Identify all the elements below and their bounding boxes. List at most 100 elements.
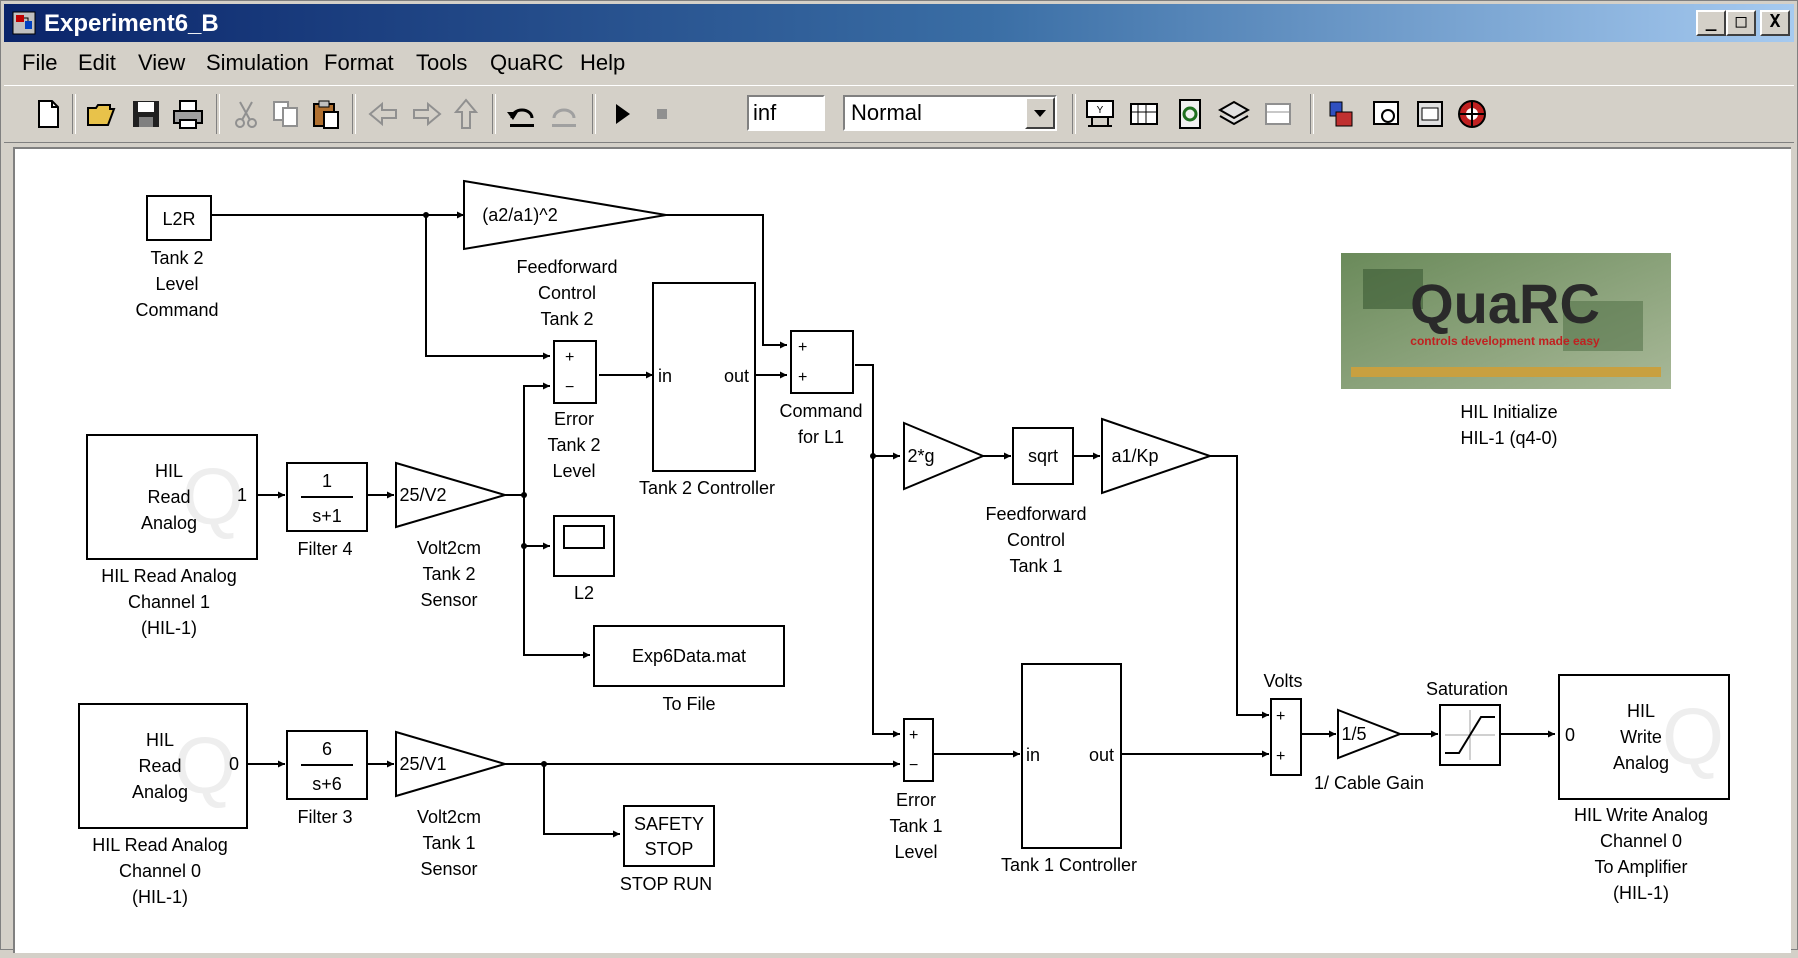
line-l2r-to-err2	[425, 215, 550, 360]
block-volts-sum[interactable]: + + Volts	[1263, 671, 1303, 776]
block-hil-read-analog-ch0[interactable]: Q HIL Read Analog 0 HIL Read Analog Chan…	[78, 703, 248, 907]
back-icon[interactable]	[366, 96, 402, 132]
svg-text:s+1: s+1	[312, 506, 342, 526]
watermark-q: Q	[174, 721, 236, 810]
svg-text:Command: Command	[135, 300, 218, 320]
svg-text:Tank 2 Controller: Tank 2 Controller	[639, 478, 775, 498]
redo-icon[interactable]	[546, 96, 582, 132]
svg-text:Feedforward: Feedforward	[985, 504, 1086, 524]
svg-text:6: 6	[322, 739, 332, 759]
block-saturation[interactable]: Saturation	[1426, 679, 1508, 766]
menu-view[interactable]: View	[138, 50, 186, 75]
up-icon[interactable]	[448, 96, 484, 132]
block-filter4[interactable]: 1 s+1 Filter 4	[286, 462, 368, 559]
svg-text:L2R: L2R	[162, 209, 195, 229]
svg-text:HIL-1 (q4-0): HIL-1 (q4-0)	[1460, 428, 1557, 448]
block-hil-initialize[interactable]: QuaRC controls development made easy HIL…	[1341, 253, 1671, 448]
copy-icon[interactable]	[268, 96, 304, 132]
block-hil-write-analog[interactable]: Q 0 HIL Write Analog HIL Write Analog Ch…	[1558, 674, 1730, 903]
model-canvas[interactable]: L2R Tank 2 Level Command (a2/a1)^2 Feedf…	[13, 147, 1791, 953]
svg-text:STOP RUN: STOP RUN	[620, 874, 712, 894]
block-to-file[interactable]: Exp6Data.mat To File	[593, 625, 785, 714]
svg-text:Y: Y	[1097, 105, 1104, 116]
block-scope-l2[interactable]: L2	[553, 515, 615, 603]
menu-simulation[interactable]: Simulation	[206, 50, 309, 75]
maximize-button[interactable]: □	[1726, 10, 1756, 36]
svg-text:for L1: for L1	[798, 427, 844, 447]
svg-text:out: out	[724, 366, 749, 386]
simulink-app-icon	[12, 11, 36, 35]
block-safety-stop[interactable]: SAFETY STOP STOP RUN	[620, 805, 715, 894]
block-cable-gain[interactable]: 1/5 1/ Cable Gain	[1314, 708, 1424, 793]
svg-text:(HIL-1): (HIL-1)	[132, 887, 188, 907]
chevron-down-icon[interactable]	[1025, 97, 1055, 129]
quarc-logo: QuaRC	[1410, 272, 1600, 335]
svg-text:Analog: Analog	[132, 782, 188, 802]
new-model-icon[interactable]	[30, 96, 66, 132]
svg-text:(a2/a1)^2: (a2/a1)^2	[482, 205, 558, 225]
title-bar[interactable]: Experiment6_B _ □ X	[4, 4, 1794, 42]
block-error-tank1-sum[interactable]: + − Error Tank 1 Level	[889, 718, 943, 862]
block-volt2cm-tank2[interactable]: 25/V2 Volt2cm Tank 2 Sensor	[395, 461, 509, 610]
block-filter3[interactable]: 6 s+6 Filter 3	[286, 730, 368, 827]
line-ffgain-to-cmd	[666, 214, 787, 349]
block-tank2-controller[interactable]: in out Tank 2 Controller	[639, 282, 775, 498]
svg-text:Read: Read	[147, 487, 190, 507]
forward-icon[interactable]	[408, 96, 444, 132]
svg-text:Filter 4: Filter 4	[297, 539, 352, 559]
start-simulation-icon[interactable]	[604, 96, 640, 132]
print-icon[interactable]	[170, 96, 206, 132]
svg-text:Tank 2: Tank 2	[150, 248, 203, 268]
watermark-q: Q	[182, 452, 244, 541]
undo-icon[interactable]	[504, 96, 540, 132]
block-hil-read-analog-ch1[interactable]: Q HIL Read Analog 1 HIL Read Analog Chan…	[86, 434, 258, 638]
menu-edit[interactable]: Edit	[78, 50, 116, 75]
stop-simulation-icon[interactable]	[644, 96, 680, 132]
svg-text:Saturation: Saturation	[1426, 679, 1508, 699]
block-ff-gain-tank2[interactable]: (a2/a1)^2 Feedforward Control Tank 2	[463, 179, 667, 329]
build-icon[interactable]	[1368, 96, 1404, 132]
svg-text:1: 1	[322, 471, 332, 491]
menu-quarc[interactable]: QuaRC	[490, 50, 564, 75]
svg-text:(HIL-1): (HIL-1)	[141, 618, 197, 638]
watermark-q: Q	[1662, 692, 1724, 781]
svg-text:1/5: 1/5	[1341, 724, 1366, 744]
minimize-button[interactable]: _	[1696, 10, 1726, 36]
block-error-tank2-sum[interactable]: + − Error Tank 2 Level	[547, 340, 601, 481]
open-folder-icon[interactable]	[84, 96, 120, 132]
block-a1kp-gain[interactable]: a1/Kp	[1101, 417, 1214, 495]
block-tank1-controller[interactable]: in out Tank 1 Controller	[1001, 663, 1137, 875]
svg-text:sqrt: sqrt	[1028, 446, 1058, 466]
connect-to-target-icon[interactable]	[1324, 96, 1360, 132]
simulation-mode-select[interactable]: Normal	[843, 95, 1057, 131]
refresh-icon[interactable]	[1172, 96, 1208, 132]
branch-points	[423, 212, 876, 767]
paste-icon[interactable]	[308, 96, 344, 132]
line-to-scope	[523, 495, 550, 550]
model-explorer-icon[interactable]	[1126, 96, 1162, 132]
menu-format[interactable]: Format	[324, 50, 394, 75]
svg-text:STOP: STOP	[645, 839, 694, 859]
stop-time-input[interactable]: inf	[747, 95, 825, 131]
svg-text:controls development made easy: controls development made easy	[1410, 334, 1600, 348]
block-command-l1-sum[interactable]: + + Command for L1	[779, 330, 863, 447]
layers-icon[interactable]	[1216, 96, 1252, 132]
block-sqrt[interactable]: sqrt Feedforward Control Tank 1	[985, 427, 1087, 576]
block-2g-gain[interactable]: 2*g	[903, 421, 986, 491]
save-icon[interactable]	[128, 96, 164, 132]
cut-icon[interactable]	[228, 96, 264, 132]
menu-tools[interactable]: Tools	[416, 50, 468, 75]
library-browser-icon[interactable]: Y	[1082, 96, 1118, 132]
close-button[interactable]: X	[1760, 10, 1790, 36]
svg-text:in: in	[658, 366, 672, 386]
svg-text:Volt2cm: Volt2cm	[417, 807, 481, 827]
block-l2r-constant[interactable]: L2R Tank 2 Level Command	[135, 195, 219, 320]
line-cmd-to-err1	[855, 364, 900, 738]
menu-help[interactable]: Help	[580, 50, 626, 75]
menu-file[interactable]: File	[22, 50, 58, 75]
model-properties-icon[interactable]	[1412, 96, 1448, 132]
debugger-icon[interactable]	[1260, 96, 1296, 132]
block-volt2cm-tank1[interactable]: 25/V1 Volt2cm Tank 1 Sensor	[395, 730, 509, 879]
quarc-target-icon[interactable]	[1454, 96, 1490, 132]
svg-text:Filter 3: Filter 3	[297, 807, 352, 827]
